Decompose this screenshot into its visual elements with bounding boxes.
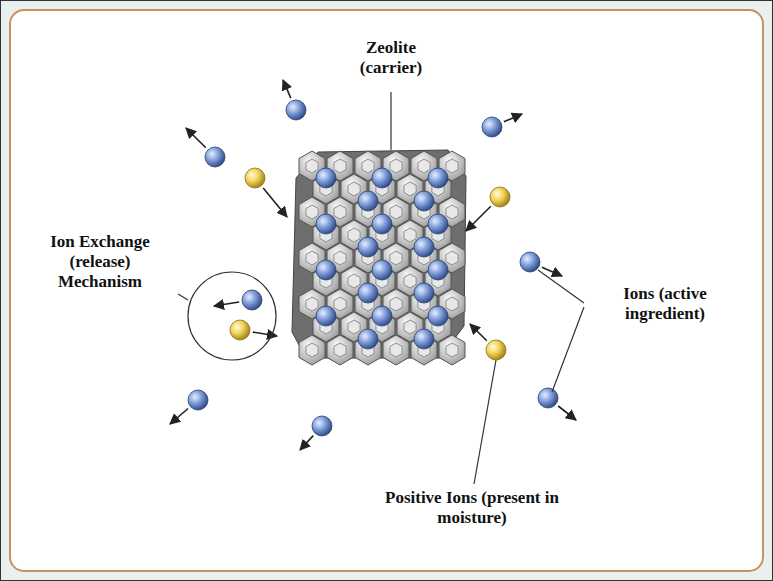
callout-label: Positive Ions (present in moisture) (377, 488, 567, 528)
callout-label: Ions (active ingredient) (590, 284, 740, 324)
callout-label: Ion Exchange (release) Mechanism (30, 232, 170, 292)
callout-label: Zeolite (carrier) (341, 38, 441, 78)
